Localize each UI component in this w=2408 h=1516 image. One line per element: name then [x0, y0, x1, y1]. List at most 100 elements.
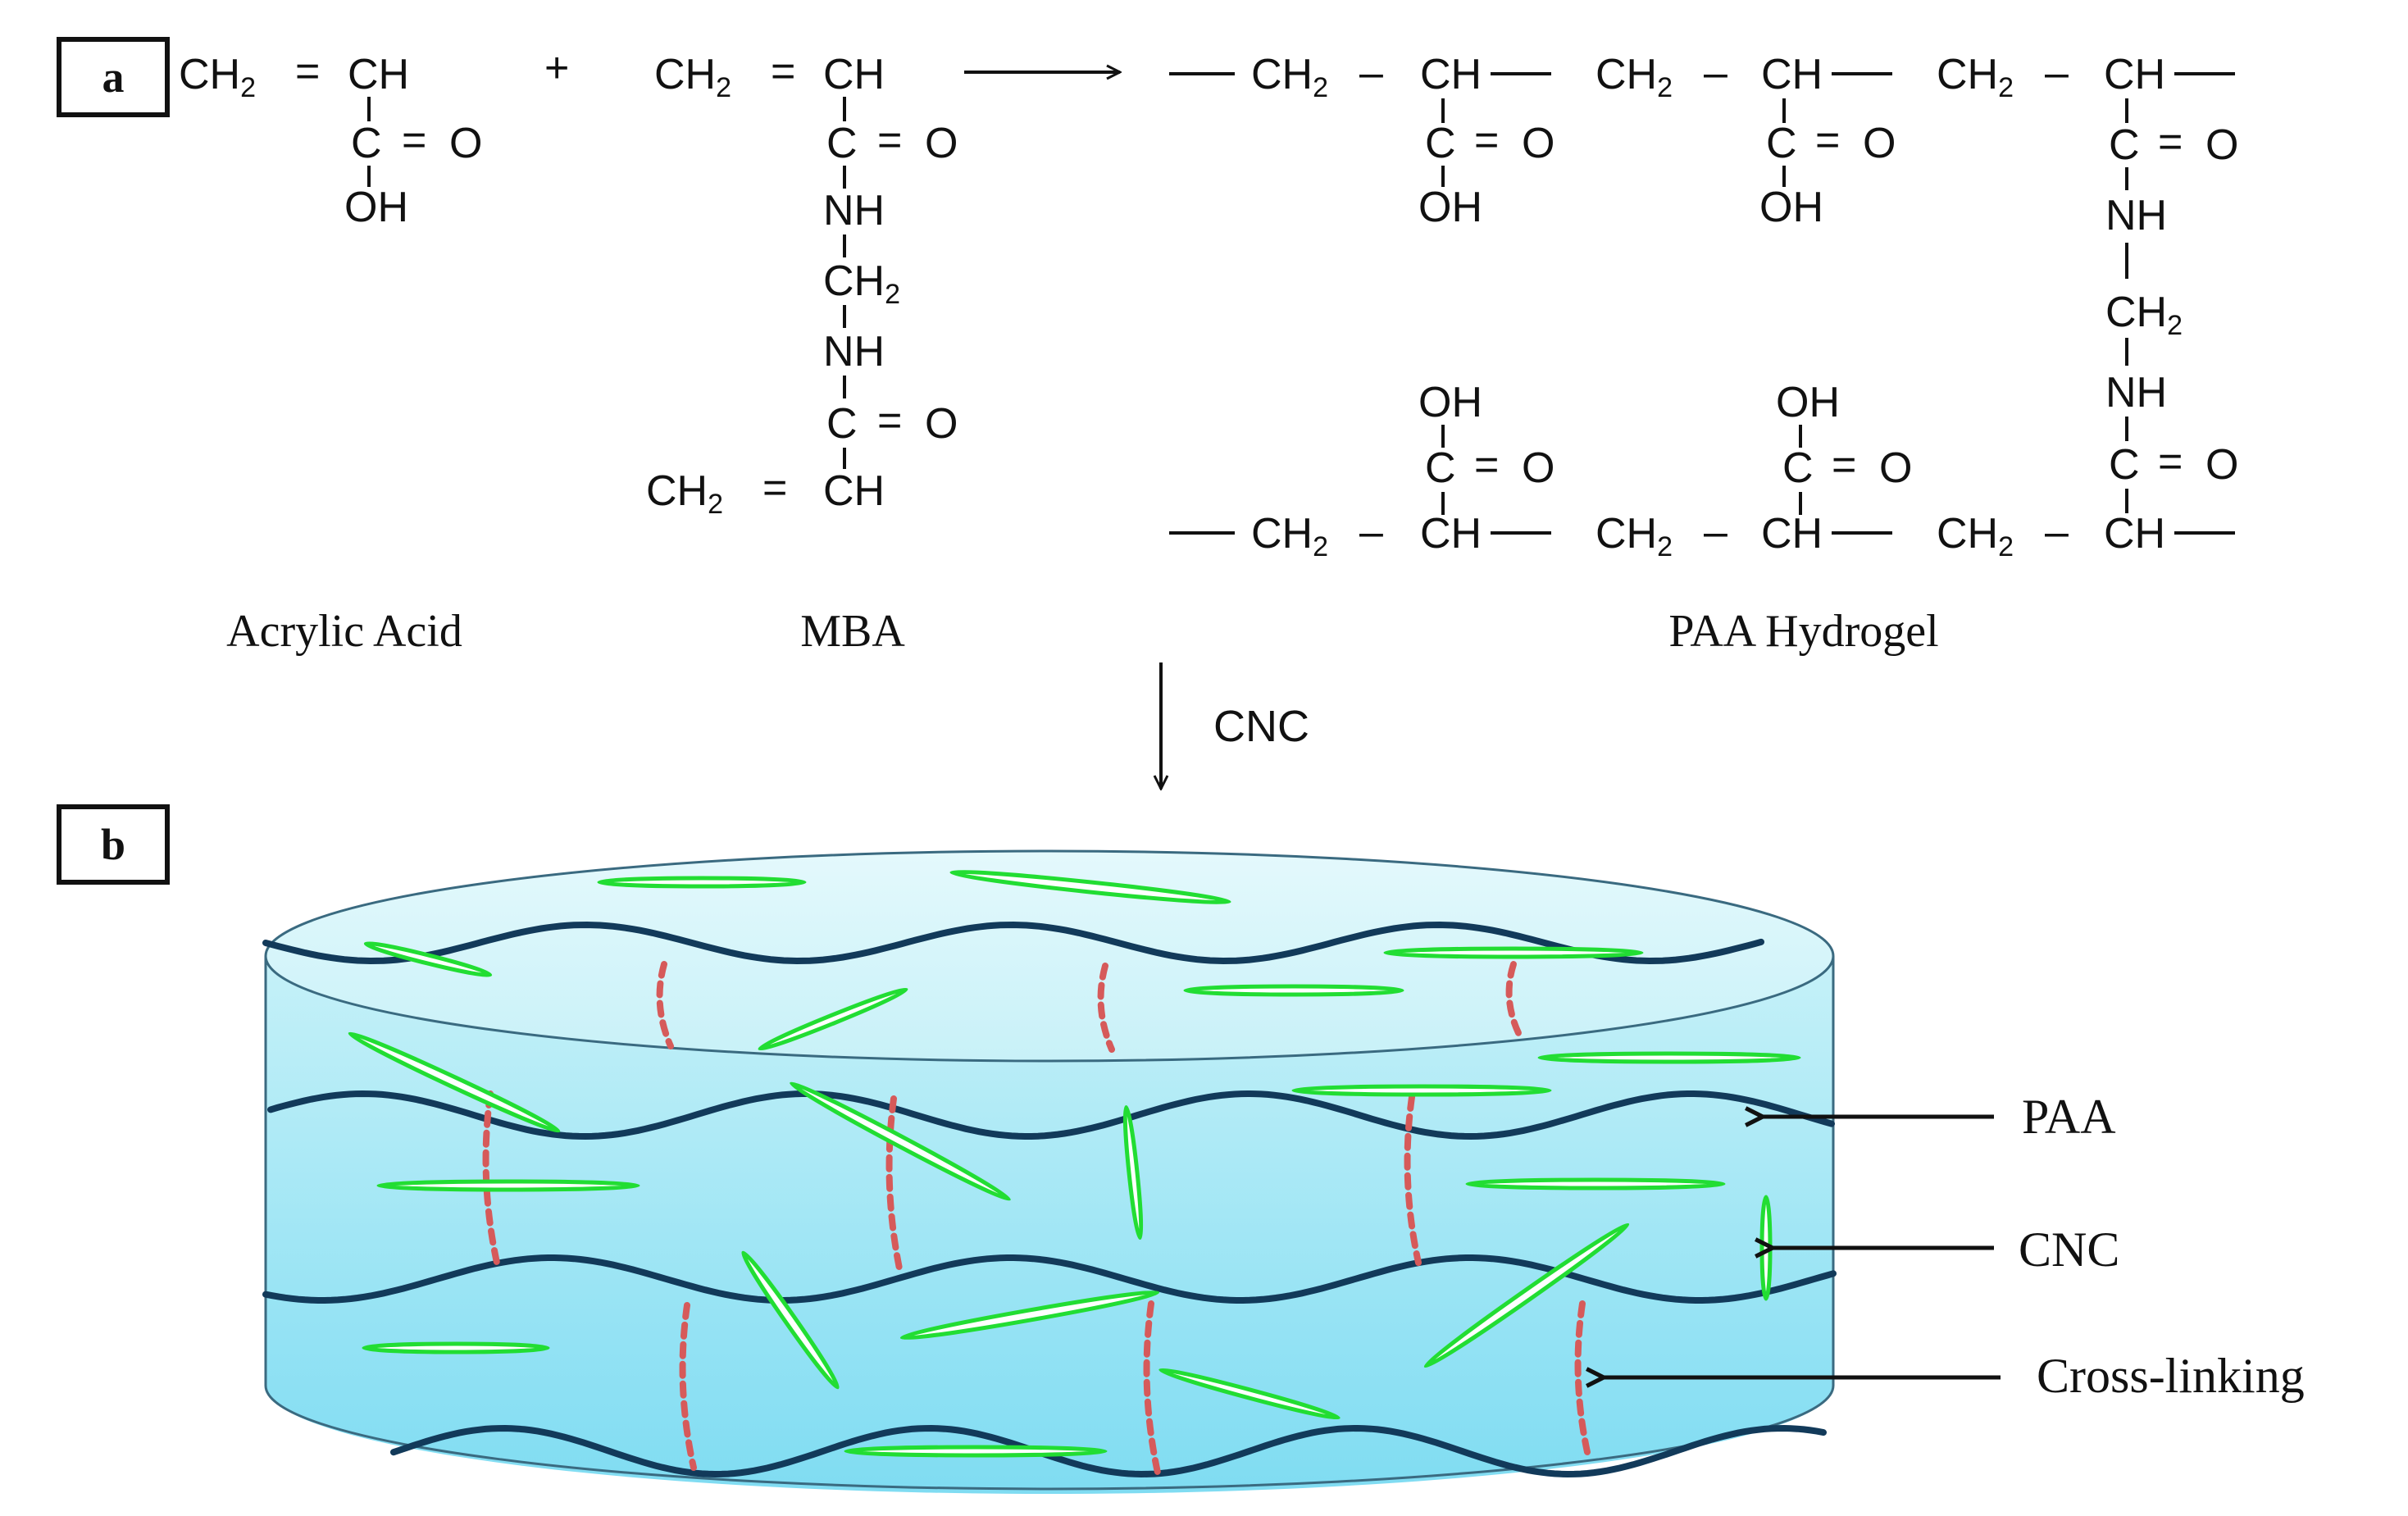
cnc-rod-17	[1423, 1222, 1630, 1368]
caption-acrylic-acid: Acrylic Acid	[226, 606, 462, 657]
caption-mba: MBA	[800, 606, 905, 657]
cnc-rod-1	[597, 876, 807, 889]
caption-paa-hydrogel: PAA Hydrogel	[1668, 606, 1938, 657]
chain-top-ch2-1: CH2	[1251, 51, 1328, 103]
mba-ch2-top: CH2	[654, 51, 731, 103]
chain-top-ch2-3: CH2	[1937, 51, 2014, 103]
mba-dbl-o-bottom: =	[877, 397, 902, 444]
polymer-network	[262, 869, 1837, 1478]
mba-nh-bottom: NH	[823, 328, 885, 376]
panel-b-label-box	[57, 804, 170, 885]
cnc-rod-6	[1383, 946, 1644, 959]
chain-bottom-ch2-2: CH2	[1595, 510, 1673, 562]
acrylic-acid-structure: CH2 = CH C = O OH Acrylic Acid	[179, 48, 482, 657]
legend-label-cnc: CNC	[2019, 1222, 2119, 1277]
cnc-rod-4	[758, 987, 908, 1051]
mba-ch2-bottom: CH2	[646, 467, 723, 520]
bottom-pendant-oh-2: OH	[1776, 379, 1840, 426]
cnc-rod-15	[740, 1250, 840, 1390]
chain-top-ch2-2: CH2	[1595, 51, 1673, 103]
mba-c-top: C	[826, 120, 858, 167]
cnc-rod-7	[1537, 1051, 1801, 1064]
bridge-ch2: CH2	[2105, 289, 2183, 341]
chain-bottom-ch2-3: CH2	[1937, 510, 2014, 562]
chain-bottom-ch-3: CH	[2104, 510, 2165, 558]
aa-ch2: CH2	[179, 51, 256, 103]
crosslink-7	[679, 1302, 697, 1471]
mba-double-bond-top: =	[771, 48, 795, 95]
cnc-rod-19	[1158, 1368, 1341, 1420]
bridge-c-bottom: C	[2109, 441, 2140, 489]
crosslink-3	[1505, 961, 1523, 1040]
bridge-o-top: O	[2205, 121, 2238, 169]
legend-label-paa: PAA	[2022, 1090, 2116, 1144]
aa-c: C	[351, 120, 382, 167]
bond-dash: –	[2045, 49, 2069, 97]
chain-top-ch-1: CH	[1420, 51, 1482, 98]
mba-ch-top: CH	[823, 51, 885, 98]
paa-chain-3	[262, 1254, 1837, 1304]
cnc-rod-5	[1183, 984, 1404, 997]
panel-b-label: b	[101, 820, 125, 869]
process-arrow-label: CNC	[1213, 702, 1309, 751]
dbl-bond: =	[2158, 118, 2183, 166]
top-pendant-c-1: C	[1425, 120, 1456, 167]
cnc-rod-10	[790, 1081, 1011, 1202]
bridge-nh-bottom: NH	[2105, 369, 2167, 417]
cnc-rod-14	[1759, 1195, 1773, 1301]
panel-b: b PAA CNC Cross-linking	[57, 804, 2305, 1495]
dbl-bond: =	[1832, 441, 1856, 489]
cnc-rod-9	[1291, 1084, 1552, 1097]
bottom-pendant-c-1: C	[1425, 444, 1456, 492]
dbl-bond: =	[1815, 116, 1840, 164]
mba-nh-top: NH	[823, 187, 885, 234]
cnc-rod-3	[363, 941, 493, 977]
cnc-rod-18	[362, 1341, 550, 1354]
chain-bottom-ch-1: CH	[1420, 510, 1482, 558]
bottom-pendant-o-2: O	[1879, 444, 1912, 492]
aa-ch: CH	[348, 51, 409, 98]
chain-top-ch-3: CH	[2104, 51, 2165, 98]
dbl-bond: =	[1474, 116, 1499, 164]
bridge-nh-top: NH	[2105, 192, 2167, 239]
bottom-pendant-o-1: O	[1522, 444, 1555, 492]
paa-chain-4	[390, 1424, 1827, 1478]
aa-oh: OH	[344, 184, 408, 231]
bond-dash: –	[1704, 508, 1727, 556]
bottom-pendant-c-2: C	[1782, 444, 1814, 492]
crosslink-8	[1143, 1300, 1161, 1476]
panel-a-label-box	[57, 37, 170, 117]
dbl-bond: =	[2158, 438, 2183, 485]
top-pendant-o-1: O	[1522, 120, 1555, 167]
top-pendant-c-2: C	[1766, 120, 1797, 167]
cnc-rod-2	[949, 869, 1231, 905]
hydrogel-cylinder	[262, 849, 1837, 1495]
crosslink-6	[1404, 1094, 1422, 1266]
cnc-rod-13	[1465, 1177, 1726, 1190]
cnc-rod-16	[899, 1290, 1160, 1341]
panel-a-label: a	[102, 52, 125, 102]
bond-dash: –	[1359, 49, 1383, 97]
chain-bottom-ch-2: CH	[1761, 510, 1823, 558]
mba-o-bottom: O	[925, 400, 958, 448]
chain-top-ch-2: CH	[1761, 51, 1823, 98]
panel-a: a CH2 = CH C = O OH Acrylic Acid + CH2 =…	[57, 37, 2238, 657]
crosslink-5	[885, 1095, 904, 1276]
mba-ch-bottom: CH	[823, 467, 885, 515]
mba-double-bond-bottom: =	[762, 464, 787, 512]
cnc-rod-12	[376, 1179, 640, 1192]
top-pendant-o-2: O	[1863, 120, 1896, 167]
mba-c-bottom: C	[826, 400, 858, 448]
bridge-o-bottom: O	[2205, 441, 2238, 489]
aa-double-bond: =	[295, 48, 320, 95]
crosslink-1	[656, 961, 674, 1049]
cnc-rod-11	[1122, 1104, 1144, 1241]
plus-sign: +	[544, 44, 569, 92]
aa-double-bond-o: =	[402, 116, 426, 164]
bottom-pendant-oh-1: OH	[1418, 379, 1482, 426]
top-pendant-oh-1: OH	[1418, 184, 1482, 231]
crosslink-4	[482, 1090, 500, 1266]
paa-chain-2	[267, 1090, 1835, 1140]
bridge-c-top: C	[2109, 121, 2140, 169]
